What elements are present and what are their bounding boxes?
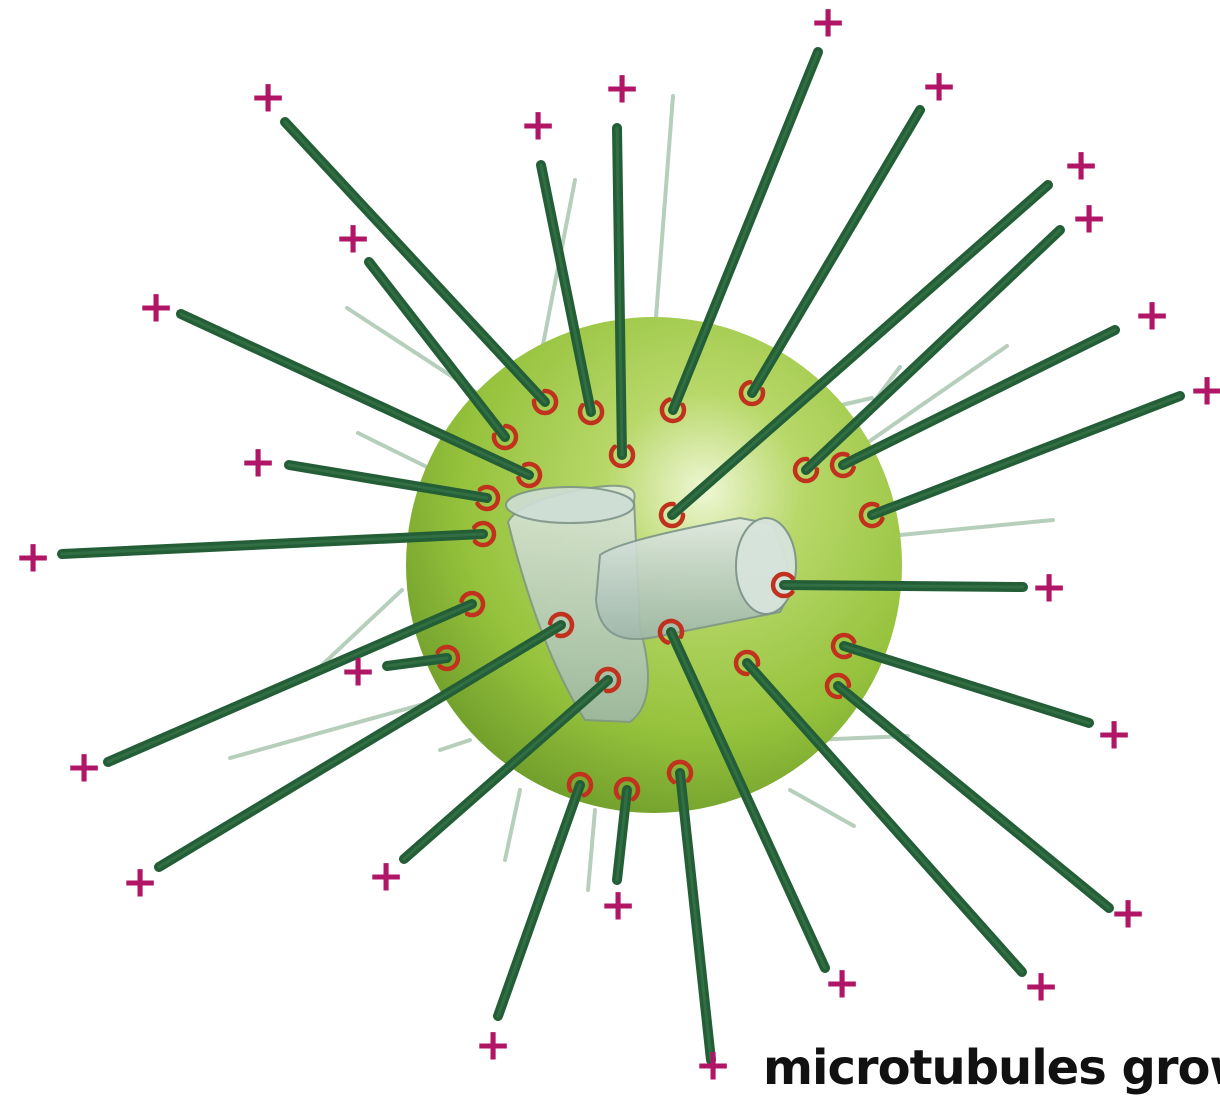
- plus-sign-icon: +: [520, 100, 557, 151]
- plus-sign-icon: +: [340, 646, 377, 697]
- plus-sign-icon: +: [15, 532, 52, 583]
- plus-sign-icon: +: [368, 851, 405, 902]
- faint-microtubule: [655, 96, 673, 330]
- microtubule-highlight: [498, 785, 580, 1016]
- faint-microtubule: [790, 790, 854, 826]
- microtubule-highlight: [285, 122, 545, 402]
- plus-sign-icon: +: [810, 0, 847, 48]
- plus-sign-icon: +: [138, 282, 175, 333]
- faint-microtubule: [440, 740, 470, 750]
- faint-microtubule: [588, 810, 595, 890]
- plus-sign-icon: +: [1023, 961, 1060, 1012]
- plus-sign-icon: +: [1071, 193, 1108, 244]
- centriole-horizontal-end: [736, 518, 796, 614]
- faint-microtubule: [505, 790, 520, 860]
- microtubule-highlight: [680, 773, 711, 1060]
- plus-sign-icon: +: [66, 742, 103, 793]
- plus-sign-icon: +: [600, 880, 637, 931]
- microtubule-highlight: [784, 585, 1023, 587]
- plus-sign-icon: +: [250, 72, 287, 123]
- plus-sign-icon: +: [122, 857, 159, 908]
- microtubule-highlight: [108, 604, 472, 762]
- plus-sign-icon: +: [240, 437, 277, 488]
- microtubule-highlight: [747, 663, 1022, 972]
- centriole-vertical-top: [506, 487, 634, 523]
- plus-sign-icon: +: [1134, 290, 1171, 341]
- plus-sign-icon: +: [824, 958, 861, 1009]
- faint-microtubule: [230, 700, 438, 758]
- microtubule-highlight: [806, 230, 1060, 470]
- plus-sign-icon: +: [335, 213, 372, 264]
- plus-sign-icon: +: [695, 1040, 732, 1090]
- plus-sign-icon: +: [475, 1020, 512, 1071]
- plus-sign-icon: +: [1063, 140, 1100, 191]
- faint-microtubule: [358, 433, 437, 472]
- caption: microtubules grow: [763, 1040, 1220, 1096]
- plus-sign-icon: +: [1189, 365, 1220, 416]
- microtubule-highlight: [844, 646, 1089, 723]
- plus-sign-icon: +: [1031, 562, 1068, 613]
- microtubule-highlight: [872, 396, 1180, 515]
- plus-sign-icon: +: [1096, 709, 1133, 760]
- plus-sign-icon: +: [921, 61, 958, 112]
- plus-sign-icon: +: [1110, 888, 1147, 939]
- plus-sign-icon: +: [604, 63, 641, 114]
